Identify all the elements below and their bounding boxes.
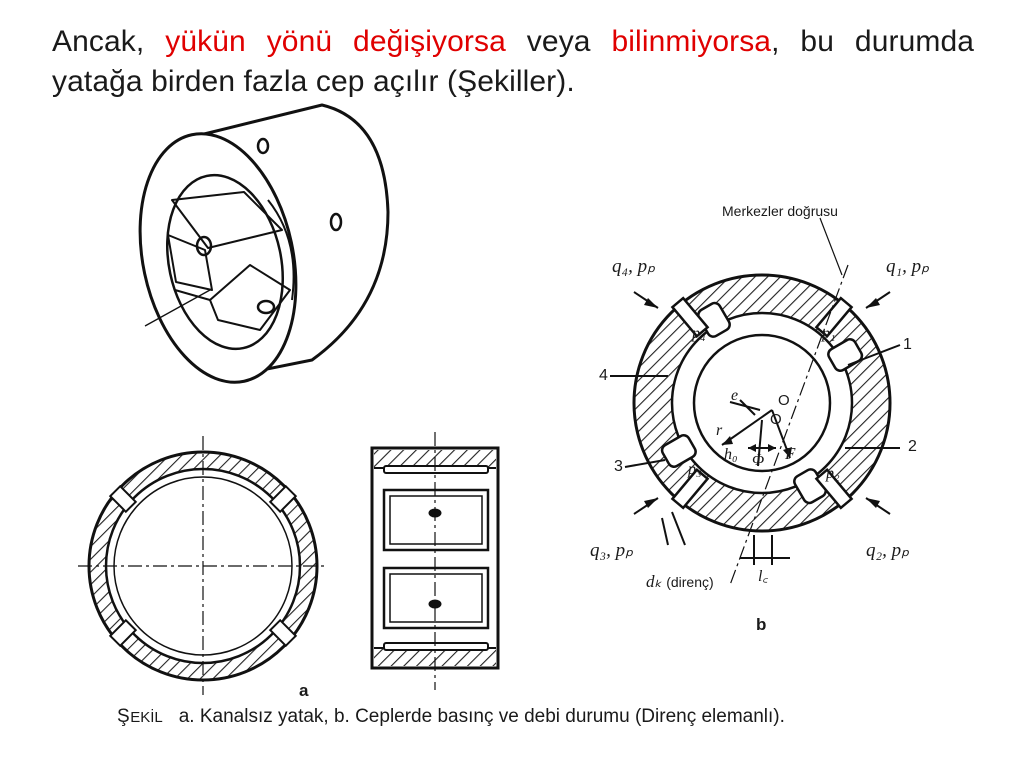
part-number-2: 2: [908, 438, 917, 455]
caption-text: a. Kanalsız yatak, b. Ceplerde basınç ve…: [178, 706, 785, 727]
symbol-o2: O: [770, 411, 782, 428]
bearing-end-view: [78, 436, 328, 695]
supply-label-q2: q₂, pₚ: [866, 540, 910, 561]
pocket-pressure-p3: p₃: [688, 461, 702, 478]
pocket-pressure-p4: p₄: [692, 325, 706, 342]
slide-heading: Ancak, yükün yönü değişiyorsa veya bilin…: [52, 22, 974, 102]
figure-caption: ŞEKİL a. Kanalsız yatak, b. Ceplerde bası…: [117, 706, 785, 728]
caption-sekil-rest: EKİL: [130, 709, 163, 726]
symbol-r: r: [716, 422, 723, 439]
figure-a-label: a: [299, 681, 309, 700]
part-number-4: 4: [599, 367, 608, 384]
pocket-pressure-p2: p₂: [826, 465, 840, 482]
part-number-1: 1: [903, 336, 912, 353]
resistance-symbol: dₖ: [646, 572, 662, 591]
isometric-bearing: [138, 103, 390, 384]
supply-label-q4: q₄, pₚ: [612, 256, 656, 277]
heading-highlight-1: yükün yönü değişiyorsa: [165, 25, 506, 58]
heading-text-2: veya: [505, 25, 612, 58]
symbol-f: F: [785, 444, 796, 463]
symbol-phi: Φ: [752, 452, 765, 469]
bearing-side-section: [370, 432, 500, 690]
symbol-o1: O: [778, 392, 790, 409]
symbol-lc: l꜀: [758, 568, 768, 585]
heading-text-3: , bu durumda yatağa birden fazla cep açı…: [52, 25, 975, 98]
symbol-e: e: [731, 387, 739, 404]
part-number-3: 3: [614, 458, 623, 475]
resistance-label: dₖ (direnç): [646, 572, 714, 592]
heading-text-1: Ancak,: [52, 25, 166, 58]
heading-highlight-2: bilinmiyorsa: [611, 25, 772, 58]
pocket-pressure-p1: p₁: [822, 325, 836, 342]
supply-label-q3: q₃, pₚ: [590, 540, 634, 561]
caption-sekil-first: Ş: [117, 706, 131, 727]
symbol-h0: h₀: [724, 446, 738, 463]
center-line-label: Merkezler doğrusu: [722, 203, 838, 219]
pocket-bearing-diagram: [610, 217, 901, 586]
resistance-text: (direnç): [666, 574, 714, 590]
figure-b-label: b: [756, 615, 767, 634]
supply-label-q1: q₁, pₚ: [886, 256, 930, 277]
